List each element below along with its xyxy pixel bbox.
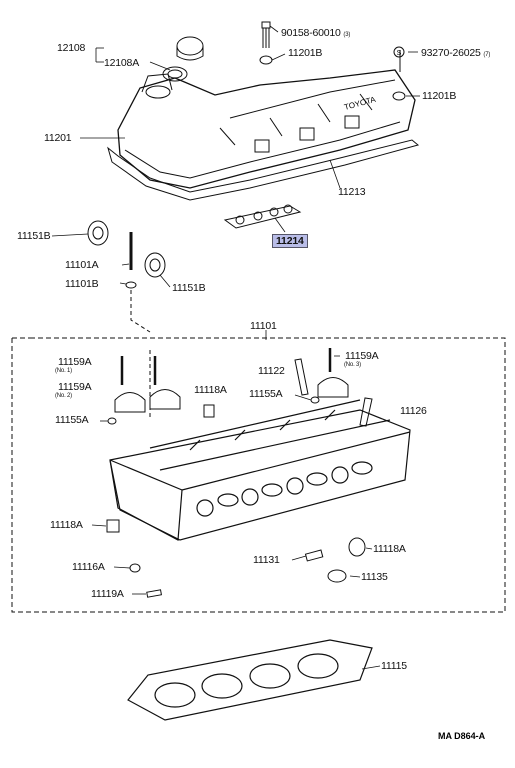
label-11151B-mid: 11151B [172,282,206,294]
label-11131: 11131 [253,554,280,566]
label-11135: 11135 [361,571,388,583]
oil-filler-cap [162,36,204,82]
plug-11118A-left [106,519,120,533]
label-11201B-top: 11201B [288,47,323,59]
label-11116A: 11116A [72,561,105,573]
washer-11101B [125,281,137,289]
label-no3: (No. 3) [344,362,361,368]
pin-11155A-mid [310,396,320,404]
part-11135 [327,569,347,583]
label-12108: 12108 [57,42,86,54]
oil-seal-mid [144,252,166,278]
label-11201: 11201 [44,132,72,144]
label-11101B: 11101B [65,278,99,290]
part-11116A [129,563,141,573]
cylinder-head-cover [117,50,416,189]
oil-seal-left [87,220,109,246]
label-no2: (No. 2) [55,393,72,399]
label-11118A-top: 11118A [194,384,227,396]
label-11159A-no2: 11159A [58,381,92,393]
label-11115: 11115 [381,660,407,672]
label-11155A-left: 11155A [55,414,89,426]
label-11101A: 11101A [65,259,99,271]
s-mark: S [397,50,402,57]
bolt-90158 [261,21,271,48]
diagram-code: MA D864-A [438,731,486,741]
plug-11118A-top [203,404,215,418]
label-90158: 90158-60010 (3) [281,27,351,39]
cylinder-head [109,399,411,541]
label-11151B-left: 11151B [17,230,51,242]
bearing-cap-3 [317,377,349,398]
plug-tube-gasket [223,204,302,229]
label-11159A-no1: 11159A [58,356,92,368]
head-gasket [127,639,373,721]
label-11155A-mid: 11155A [249,388,283,400]
label-93270: 93270-26025 (7) [421,47,491,59]
assembly-boundary [11,337,506,613]
label-11201B-right: 11201B [422,90,457,102]
label-11119A: 11119A [91,588,124,600]
label-11118A-right: 11118A [373,543,406,555]
bearing-cap-1 [114,392,146,413]
label-12108A: 12108A [104,57,140,69]
bearing-cap-2 [149,389,181,410]
leader-lines [51,25,420,670]
label-11118A-left: 11118A [50,519,83,531]
label-11122: 11122 [258,365,285,377]
part-11131 [304,549,324,562]
cover-gasket [107,139,420,201]
seal-washer-top [259,55,273,65]
seal-washer-right [392,91,406,101]
label-11213: 11213 [338,186,366,198]
label-11214-highlighted: 11214 [272,234,308,248]
label-11101: 11101 [250,320,277,332]
label-no1: (No. 1) [55,368,72,374]
pin-11119A [146,589,162,598]
plug-11118A-right [348,537,366,557]
tube-11126 [359,397,373,427]
label-11126: 11126 [400,405,427,417]
label-11159A-no3: 11159A [345,350,379,362]
pin-11155A-left [107,417,117,425]
plug-tube-11122 [294,358,309,396]
